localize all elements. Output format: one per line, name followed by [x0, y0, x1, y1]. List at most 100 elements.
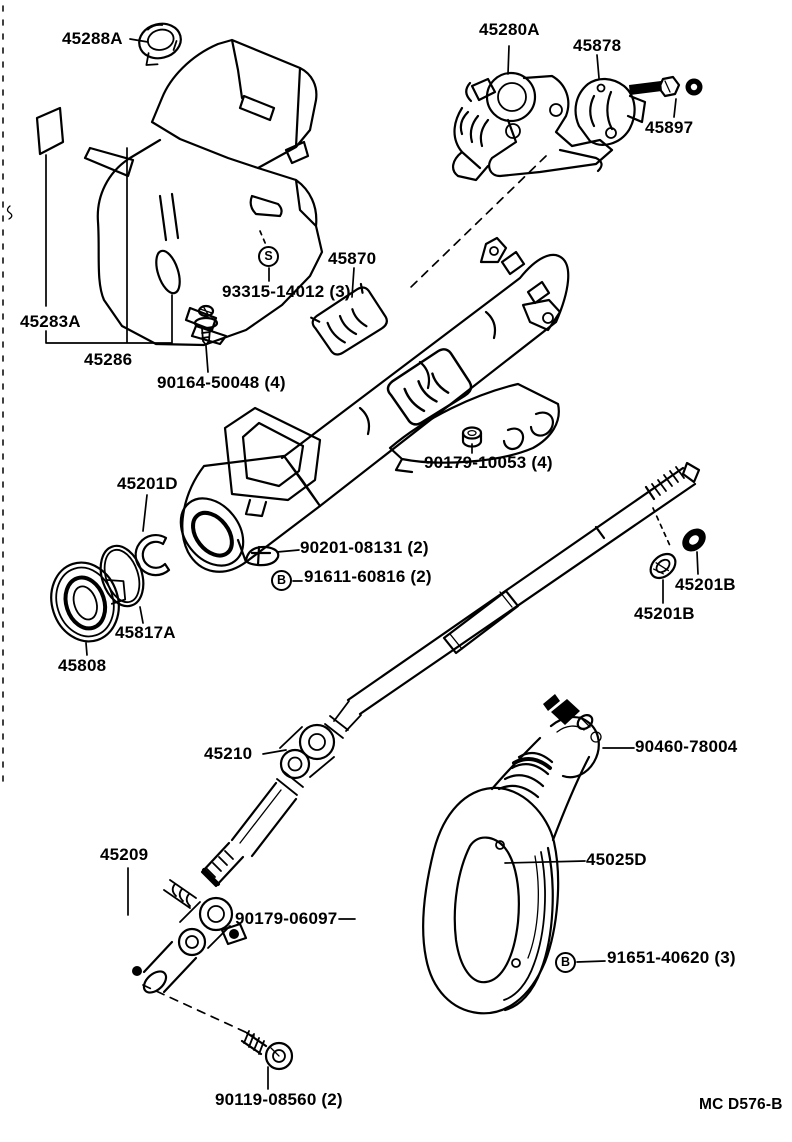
housing-bore-outer — [179, 497, 245, 567]
column-tube-outline — [280, 253, 570, 508]
bracket-pivot-hole — [505, 123, 521, 139]
main-shaft-outline — [346, 466, 697, 716]
leader-lines — [85, 38, 699, 1090]
lower-cover-outline — [96, 138, 324, 347]
part-label-45280a[interactable]: 45280A — [479, 20, 540, 39]
column-cushion-45870-b — [386, 348, 473, 426]
joint-splined-tip — [200, 841, 245, 888]
part-label-45201b-lower[interactable]: 45201B — [634, 604, 695, 623]
callout-bracket-45286 — [45, 147, 173, 344]
bolt-45897-washer-hole — [690, 83, 698, 91]
cushion-outline — [310, 282, 388, 356]
part-label-91611-60816[interactable]: 91611-60816 (2) — [304, 567, 432, 586]
part-label-45897[interactable]: 45897 — [645, 118, 694, 137]
column-cover-assembly — [35, 22, 324, 347]
tip-end-band — [202, 868, 220, 886]
tube-wing-tab — [521, 298, 562, 332]
dashed-leader-seals — [652, 507, 672, 549]
part-label-45288a[interactable]: 45288A — [62, 29, 123, 48]
part-label-45817a[interactable]: 45817A — [115, 623, 176, 642]
column-tube-assembly — [179, 236, 570, 573]
joint-eye-2-hole — [287, 756, 303, 772]
bracket-boss-inner — [497, 82, 527, 112]
part-label-90164-50048[interactable]: 90164-50048 (4) — [157, 373, 286, 392]
joint2-pinch-bolt — [132, 966, 142, 976]
substitution-symbol-s: S — [258, 246, 279, 267]
joint2-eye-2 — [177, 927, 207, 957]
plate-hole-small — [596, 83, 606, 93]
nut-top — [461, 426, 483, 440]
screw-washer — [193, 316, 219, 330]
nut-90179-10053 — [461, 426, 483, 448]
part-label-45210[interactable]: 45210 — [204, 744, 253, 763]
o-ring-45817a-inner — [103, 548, 141, 604]
joint-eye-2 — [279, 748, 311, 780]
part-label-45878[interactable]: 45878 — [573, 36, 622, 55]
part-label-45025d[interactable]: 45025D — [586, 850, 647, 869]
joint2-lower-cyl — [142, 940, 198, 994]
hole-cover-inner-oval — [453, 836, 520, 984]
column-ring-parts — [50, 528, 706, 643]
joint-lower-shaft-line — [239, 789, 282, 844]
part-label-91651-40620[interactable]: 91651-40620 (3) — [607, 948, 736, 967]
part-label-45283a[interactable]: 45283A — [20, 312, 81, 331]
seal-lower-hatch — [652, 562, 670, 575]
figure-code: MC D576-B — [699, 1096, 783, 1113]
tube-spike-tab — [479, 236, 508, 264]
screw-head — [197, 304, 215, 318]
part-label-90119-08560[interactable]: 90119-08560 (2) — [215, 1090, 343, 1109]
tube-band-lower — [526, 280, 551, 305]
upper-cover-outline — [150, 38, 318, 170]
column-hole-cover-assembly — [240, 694, 602, 1071]
part-label-45870[interactable]: 45870 — [328, 249, 377, 268]
bolt-45897-shaft — [629, 81, 662, 95]
cap-inner — [146, 28, 175, 51]
joint2-eye-2-hole — [185, 935, 199, 949]
bearing-race — [63, 575, 108, 631]
bracket-left-stub — [465, 77, 497, 103]
clamp-tab — [543, 694, 560, 711]
bolt-head-slot — [270, 1047, 280, 1057]
hole-cover-edge-band-3 — [527, 855, 539, 959]
bolt-45897-head — [657, 75, 681, 98]
tip-spline-teeth — [206, 850, 234, 878]
part-label-90179-06097[interactable]: 90179-06097 — [235, 909, 338, 928]
part-label-90460-78004[interactable]: 90460-78004 — [635, 737, 738, 756]
o-ring-45817a-outer — [99, 544, 145, 608]
part-label-45209[interactable]: 45209 — [100, 845, 149, 864]
joint2-clamp-bolt — [229, 929, 239, 939]
bolt-symbol-b-1: B — [271, 570, 292, 591]
joint-eye-1 — [298, 723, 336, 761]
bracket-boss-outer — [485, 71, 537, 123]
clip-90201-08131 — [244, 545, 280, 567]
bolt-symbol-b-2: B — [555, 952, 576, 973]
screw-90164-50048 — [193, 304, 219, 346]
bolt-head-inner — [272, 1049, 286, 1063]
joint2-end-cap — [142, 970, 168, 994]
page-edge-mark — [6, 205, 13, 220]
screw-shaft — [201, 327, 211, 346]
part-label-90179-10053[interactable]: 90179-10053 (4) — [424, 453, 553, 472]
joint-eye-1-hole — [308, 733, 326, 751]
cushion-outline-b — [386, 348, 473, 426]
bearing-45808 — [50, 561, 127, 643]
part-label-45808[interactable]: 45808 — [58, 656, 107, 675]
seal-lower-inner — [655, 558, 671, 574]
bolt-thread-hatch — [243, 1030, 265, 1055]
part-label-45201d[interactable]: 45201D — [117, 474, 178, 493]
shaft-tip — [681, 461, 701, 484]
part-label-45201b-upper[interactable]: 45201B — [675, 575, 736, 594]
main-shaft-assembly — [132, 461, 701, 994]
part-label-90201-08131[interactable]: 90201-08131 (2) — [300, 538, 429, 557]
bearing-bore — [72, 585, 98, 621]
bolt-45897-head-facet — [664, 80, 671, 93]
dashed-leader-bracket — [409, 155, 547, 289]
cover-plate-45878 — [574, 77, 647, 146]
part-label-45286[interactable]: 45286 — [84, 350, 133, 369]
joint2-eye-1 — [198, 896, 234, 932]
part-label-93315-14012[interactable]: 93315-14012 (3) — [222, 282, 351, 301]
bracket-rib-column — [452, 106, 490, 182]
dashed-leader-screw — [259, 230, 267, 246]
